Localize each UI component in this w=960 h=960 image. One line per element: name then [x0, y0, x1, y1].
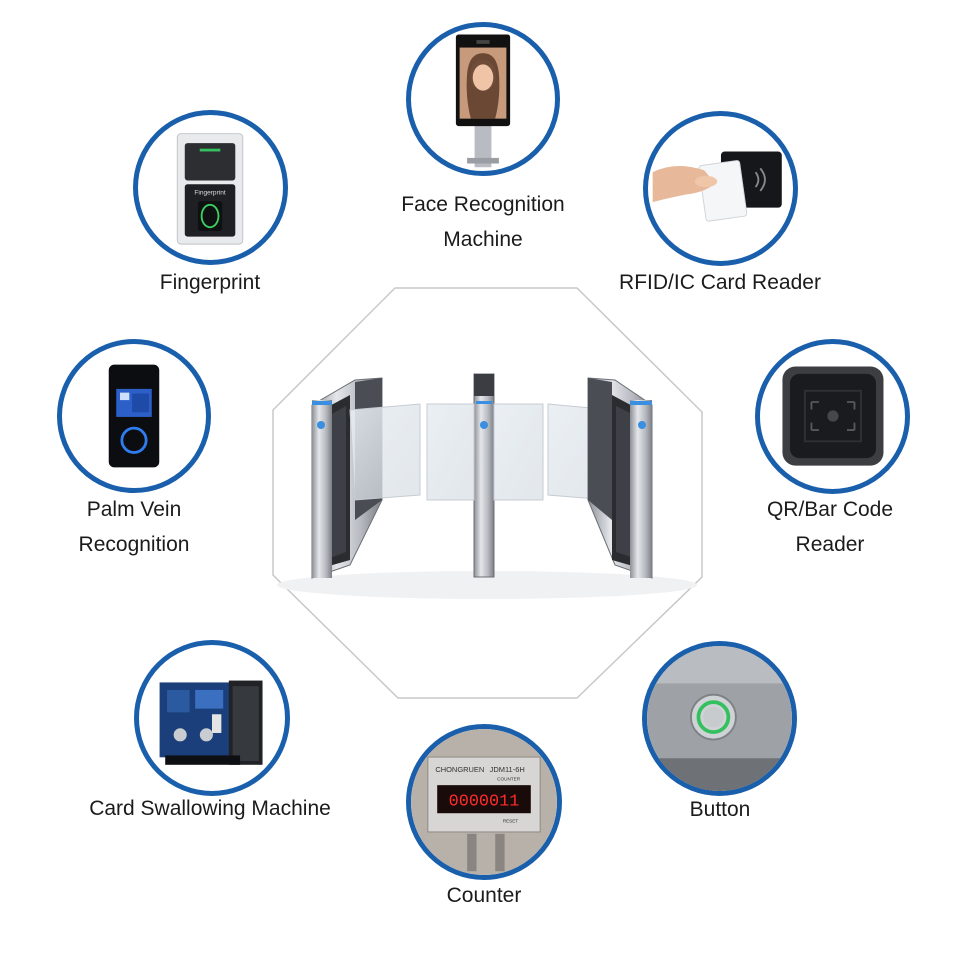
palm-vein-circle — [57, 339, 211, 493]
rfid-card-reader-circle — [643, 111, 798, 266]
qr-reader-circle — [755, 339, 910, 494]
counter-circle: CHONGRUEN JDM11-6H COUNTER 0000011 RESET — [406, 724, 562, 880]
push-button-icon — [647, 646, 792, 791]
button-circle — [642, 641, 797, 796]
qr-reader-label: QR/Bar Code Reader — [766, 498, 894, 556]
counter-brand: CHONGRUEN — [435, 765, 484, 774]
qr-scanner-icon — [782, 366, 884, 466]
card-swallow-icon — [159, 680, 263, 765]
fingerprint-device-text: Fingerprint — [194, 190, 225, 197]
fingerprint-circle: Fingerprint — [133, 110, 288, 265]
face-terminal-icon — [455, 34, 511, 168]
fingerprint-label: Fingerprint — [159, 271, 261, 294]
counter-model: JDM11-6H — [490, 765, 525, 774]
rfid-card-reader-label: RFID/IC Card Reader — [619, 271, 821, 294]
palm-vein-label: Palm Vein Recognition — [78, 498, 190, 556]
card-swallowing-label: Card Swallowing Machine — [89, 797, 331, 820]
face-recognition-label: Face Recognition Machine — [401, 193, 565, 251]
counter-icon: CHONGRUEN JDM11-6H COUNTER 0000011 RESET — [411, 729, 557, 875]
card-swallowing-circle — [134, 640, 290, 796]
counter-display: 0000011 — [449, 793, 520, 812]
counter-label: Counter — [446, 884, 522, 907]
button-label: Button — [689, 798, 751, 821]
counter-reset: RESET — [503, 819, 519, 824]
counter-sub: COUNTER — [497, 776, 521, 781]
fingerprint-reader-icon: Fingerprint — [176, 133, 244, 245]
palm-vein-icon — [108, 364, 160, 468]
card-reader-icon — [652, 151, 782, 222]
face-recognition-circle — [406, 22, 560, 176]
